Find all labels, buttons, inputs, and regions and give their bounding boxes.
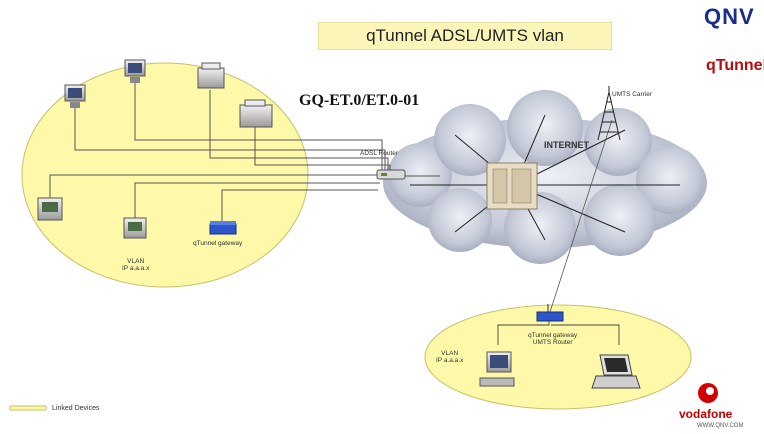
qtunnel-umts-label: qTunnel gateway UMTS Router bbox=[528, 332, 578, 346]
terminal-icon bbox=[123, 217, 147, 239]
document-code: GQ-ET.0/ET.0-01 bbox=[299, 92, 420, 109]
umts-router-icon bbox=[536, 304, 564, 322]
umts-carrier-label: UMTS Carrier bbox=[612, 91, 653, 98]
internet-server bbox=[486, 162, 538, 210]
umts-link bbox=[549, 119, 613, 313]
pc-icon bbox=[64, 84, 86, 108]
internet-label: INTERNET bbox=[544, 140, 589, 150]
terminal-icon bbox=[37, 197, 63, 221]
qtunnel-gateway-label: qTunnel gateway bbox=[193, 240, 243, 247]
legend-swatch bbox=[9, 405, 47, 411]
pc-icon bbox=[124, 59, 146, 83]
qnv-logo: QNV bbox=[704, 4, 755, 29]
adsl-router-icon bbox=[376, 169, 406, 180]
printer-icon bbox=[197, 62, 225, 89]
legend-label: Linked Devices bbox=[52, 405, 100, 412]
umts-tower-icon bbox=[597, 86, 621, 141]
vlan-left-label: VLAN IP a.a.a.x bbox=[122, 258, 150, 272]
qtunnel-gateway-icon bbox=[209, 221, 237, 235]
adsl-router-label: ADSL Router bbox=[360, 150, 399, 157]
internet-cloud bbox=[383, 90, 707, 264]
laptop-icon bbox=[591, 354, 641, 389]
diagram-title: qTunnel ADSL/UMTS vlan bbox=[318, 22, 612, 50]
pc-icon bbox=[479, 351, 515, 387]
vodafone-logo-text: vodafone bbox=[679, 407, 733, 421]
qtunnel-logo: qTunnel bbox=[706, 57, 764, 74]
vodafone-logo-icon bbox=[698, 383, 718, 403]
vlan-right-label: VLAN IP a.a.a.x bbox=[436, 350, 464, 364]
website-text: WWW.QNV.COM bbox=[697, 423, 744, 429]
fax-icon bbox=[239, 99, 273, 128]
